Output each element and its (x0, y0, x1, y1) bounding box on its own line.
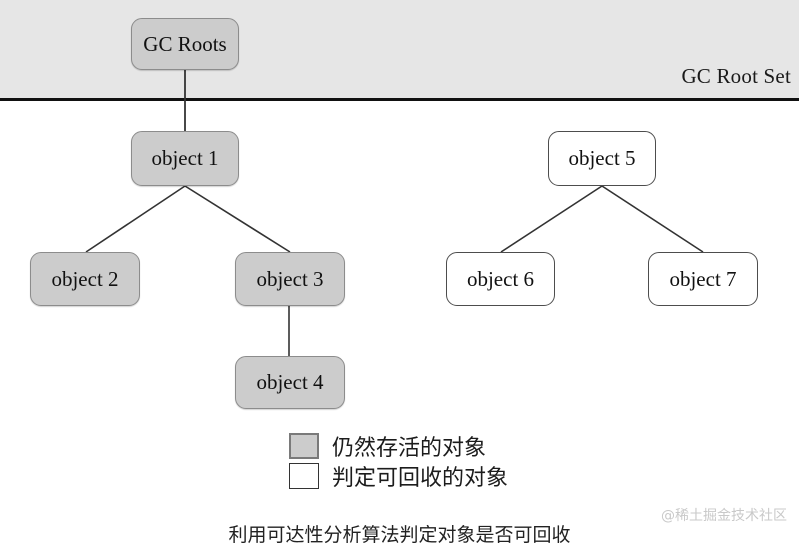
legend-swatch-dead-icon (289, 463, 319, 489)
node-object-5-label: object 5 (568, 146, 636, 170)
node-gc-roots-label: GC Roots (143, 31, 227, 56)
edge-object-1-object-3 (184, 185, 291, 253)
legend-item-dead: 判定可回收的对象 (289, 461, 508, 491)
gc-root-set-band (0, 0, 799, 98)
node-object-3-label: object 3 (256, 266, 324, 291)
edge-object-5-object-7 (601, 185, 704, 253)
node-object-2[interactable]: object 2 (30, 252, 140, 306)
node-object-6-label: object 6 (466, 266, 535, 291)
gc-root-set-divider (0, 98, 799, 101)
diagram-caption: 利用可达性分析算法判定对象是否可回收 (228, 524, 571, 546)
legend-label-dead: 判定可回收的对象 (332, 466, 509, 491)
node-object-6[interactable]: object 6 (446, 252, 555, 306)
node-object-7-label: object 7 (669, 266, 737, 291)
node-object-7[interactable]: object 7 (648, 252, 758, 306)
legend-swatch-alive-icon (289, 433, 319, 459)
node-object-4[interactable]: object 4 (235, 356, 345, 409)
legend: 仍然存活的对象 判定可回收的对象 (289, 431, 508, 491)
node-object-3[interactable]: object 3 (235, 252, 345, 306)
node-object-2-label: object 2 (51, 266, 119, 291)
node-object-1[interactable]: object 1 (131, 131, 239, 186)
node-gc-roots[interactable]: GC Roots (131, 18, 239, 70)
gc-root-set-label: GC Root Set (681, 64, 791, 88)
node-object-1-label: object 1 (151, 146, 219, 170)
edge-object-1-object-2 (85, 185, 186, 253)
node-object-4-label: object 4 (256, 370, 324, 394)
legend-item-alive: 仍然存活的对象 (289, 431, 508, 461)
legend-label-alive: 仍然存活的对象 (332, 436, 487, 461)
node-object-5[interactable]: object 5 (548, 131, 656, 186)
watermark: @稀土掘金技术社区 (661, 508, 787, 524)
edge-object-5-object-6 (500, 185, 603, 253)
